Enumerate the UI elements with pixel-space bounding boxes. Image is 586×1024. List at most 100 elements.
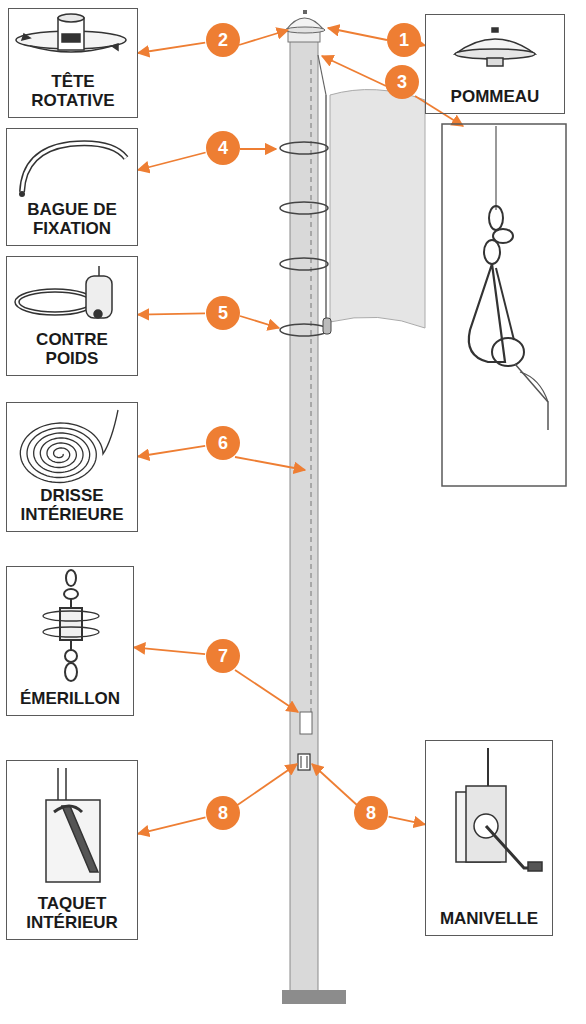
finial (303, 10, 307, 14)
counterweight-icon (98, 266, 100, 276)
leader-lines (235, 670, 298, 712)
part-name: CONTRE POIDS (11, 330, 133, 369)
flag (318, 55, 326, 95)
part-name: TÊTE ROTATIVE (13, 72, 133, 111)
part-name: BAGUE DE FIXATION (11, 200, 133, 239)
leader-lines (240, 316, 279, 328)
crank-icon (456, 748, 542, 871)
swivel-icon (66, 570, 76, 586)
snap-hook-detail (442, 124, 566, 486)
snap-hook-detail (442, 124, 566, 486)
counterweight (323, 318, 331, 334)
part-label-box: MANIVELLE (425, 740, 553, 936)
leader-lines (240, 148, 276, 150)
ring-icon (19, 143, 126, 197)
leader-arrow (138, 153, 206, 171)
callout-number: 8 (354, 796, 388, 830)
fixing-rings (280, 324, 328, 336)
swivel-icon (64, 589, 78, 599)
fixing-rings (280, 142, 328, 154)
snap-hook-detail (515, 364, 548, 430)
swivel-icon (43, 627, 99, 637)
snap-hook-detail (484, 240, 500, 264)
callout-number-text: 7 (218, 647, 228, 665)
rotative-head-icon (112, 44, 118, 50)
swivel-icon (60, 608, 82, 640)
flag (330, 90, 425, 328)
swivel-icon (65, 663, 77, 681)
rotative-head-icon (58, 18, 84, 50)
leader-arrow (389, 817, 425, 825)
counterweight-icon (15, 266, 112, 318)
leader-lines (235, 457, 305, 470)
swivel-icon (65, 650, 77, 662)
crank-icon (466, 786, 506, 862)
pole (290, 36, 318, 992)
halyard-icon (20, 410, 118, 483)
leader-arrow (138, 817, 206, 834)
callout-number-text: 5 (218, 304, 228, 322)
snap-hook-detail (496, 268, 514, 340)
swivel-icon (43, 611, 99, 621)
part-label-box: CONTRE POIDS (6, 256, 138, 376)
callout-number: 1 (387, 23, 421, 57)
swivel-icon (70, 599, 72, 608)
callout-number-text: 3 (397, 73, 407, 91)
snap-hook-detail (495, 126, 496, 210)
callout-number: 4 (206, 131, 240, 165)
rotative-head-icon (16, 14, 126, 52)
callout-number: 6 (206, 426, 240, 460)
counterweight-icon (15, 289, 95, 315)
leader-arrow (138, 43, 205, 53)
finial-icon (492, 28, 498, 32)
part-name: DRISSE INTÉRIEURE (11, 486, 133, 525)
swivel-icon (70, 640, 72, 650)
cleat (301, 756, 302, 768)
crank-icon (528, 862, 542, 871)
pole (311, 60, 312, 715)
swivel (300, 712, 312, 734)
fixing-rings (280, 142, 328, 336)
snap-hook-detail (492, 338, 524, 366)
cleat-icon (46, 800, 100, 882)
rotative-head-icon (62, 34, 80, 42)
part-name: ÉMERILLON (20, 689, 120, 709)
cleat (298, 754, 310, 770)
callout-number: 5 (206, 296, 240, 330)
cleat-icon (57, 768, 59, 800)
flag (318, 55, 425, 328)
cleat-icon (46, 768, 100, 882)
rotative-head-icon (22, 34, 30, 40)
leader-arrow (138, 313, 205, 314)
fixing-rings (280, 258, 328, 270)
ring-icon (22, 143, 126, 192)
leader-lines (328, 28, 387, 40)
callout-number: 8 (206, 796, 240, 830)
fixing-rings (280, 202, 328, 214)
snap-hook-detail (489, 206, 503, 230)
rotative-head-icon (58, 14, 84, 22)
counterweight (323, 318, 331, 334)
cleat (298, 754, 310, 770)
cleat-icon (54, 806, 82, 812)
cleat (307, 756, 308, 768)
leader-lines (322, 56, 386, 86)
part-label-box: BAGUE DE FIXATION (6, 128, 138, 246)
callout-number: 3 (385, 65, 419, 99)
leader-arrow (138, 446, 205, 457)
part-label-box: DRISSE INTÉRIEURE (6, 402, 138, 532)
finial-icon (455, 28, 535, 66)
counterweight-icon (94, 310, 102, 318)
part-name: MANIVELLE (440, 909, 538, 929)
swivel-icon (43, 570, 99, 681)
counterweight-icon (86, 276, 112, 318)
callout-number-text: 6 (218, 434, 228, 452)
counterweight-icon (19, 292, 91, 312)
ring-icon (19, 191, 25, 197)
finial-icon (487, 58, 503, 66)
ring-icon (22, 143, 126, 192)
callout-number: 2 (206, 23, 240, 57)
part-label-box: POMMEAU (425, 14, 565, 114)
finial (285, 10, 325, 33)
